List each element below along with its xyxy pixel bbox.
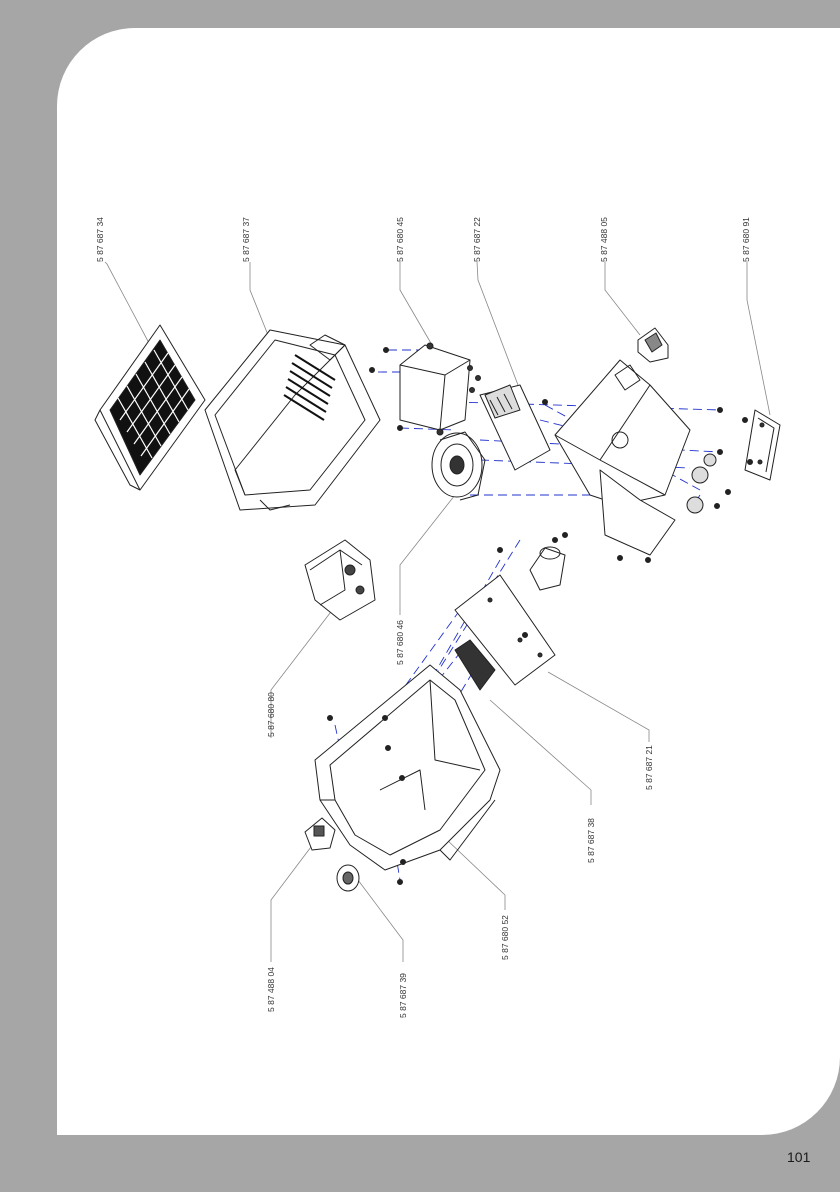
- page-number: 101: [787, 1149, 810, 1165]
- part-label-p13: 5 87 687 39: [398, 973, 408, 1018]
- part-switch: [638, 328, 668, 362]
- leader-line-p3: [400, 262, 432, 345]
- part-bottom-plate: [745, 410, 780, 480]
- part-fan: [432, 432, 485, 500]
- leader-line-p4: [477, 262, 518, 385]
- part-bushing: [530, 547, 565, 590]
- leader-line-p13: [358, 880, 403, 962]
- part-knob: [337, 865, 359, 891]
- part-capacitor-box: [400, 343, 481, 435]
- part-label-p11: 5 87 680 52: [500, 915, 510, 960]
- part-label-p7: 5 87 680 46: [395, 620, 405, 665]
- leader-line-p10: [490, 700, 591, 805]
- leader-line-p9: [548, 672, 649, 742]
- part-small-switch: [305, 818, 335, 850]
- part-grid-filter: [95, 325, 205, 490]
- part-main-chassis: [555, 360, 716, 555]
- part-label-p10: 5 87 687 38: [586, 818, 596, 863]
- assembly-line: [400, 428, 455, 430]
- part-label-p4: 5 87 687 22: [472, 217, 482, 262]
- part-label-p3: 5 87 680 45: [395, 217, 405, 262]
- part-label-p2: 5 87 687 37: [241, 217, 251, 262]
- leader-line-p5: [605, 262, 640, 335]
- leader-line-p2: [250, 262, 268, 335]
- part-label-p5: 5 87 488 05: [599, 217, 609, 262]
- leader-line-p11: [445, 838, 505, 910]
- part-circuit-board: [480, 385, 550, 470]
- part-bracket: [305, 540, 375, 620]
- leader-line-p7: [400, 495, 455, 615]
- part-label-p1: 5 87 687 34: [95, 217, 105, 262]
- part-label-p8: 5 87 680 80: [266, 692, 276, 737]
- part-label-p6: 5 87 680 91: [741, 217, 751, 262]
- leader-line-p12: [271, 835, 320, 962]
- part-cover-housing: [205, 330, 380, 510]
- part-label-p12: 5 87 488 04: [266, 967, 276, 1012]
- leader-line-p6: [747, 262, 770, 415]
- leader-line-p1: [105, 262, 150, 345]
- part-front-housing: [315, 665, 500, 870]
- part-label-p9: 5 87 687 21: [644, 745, 654, 790]
